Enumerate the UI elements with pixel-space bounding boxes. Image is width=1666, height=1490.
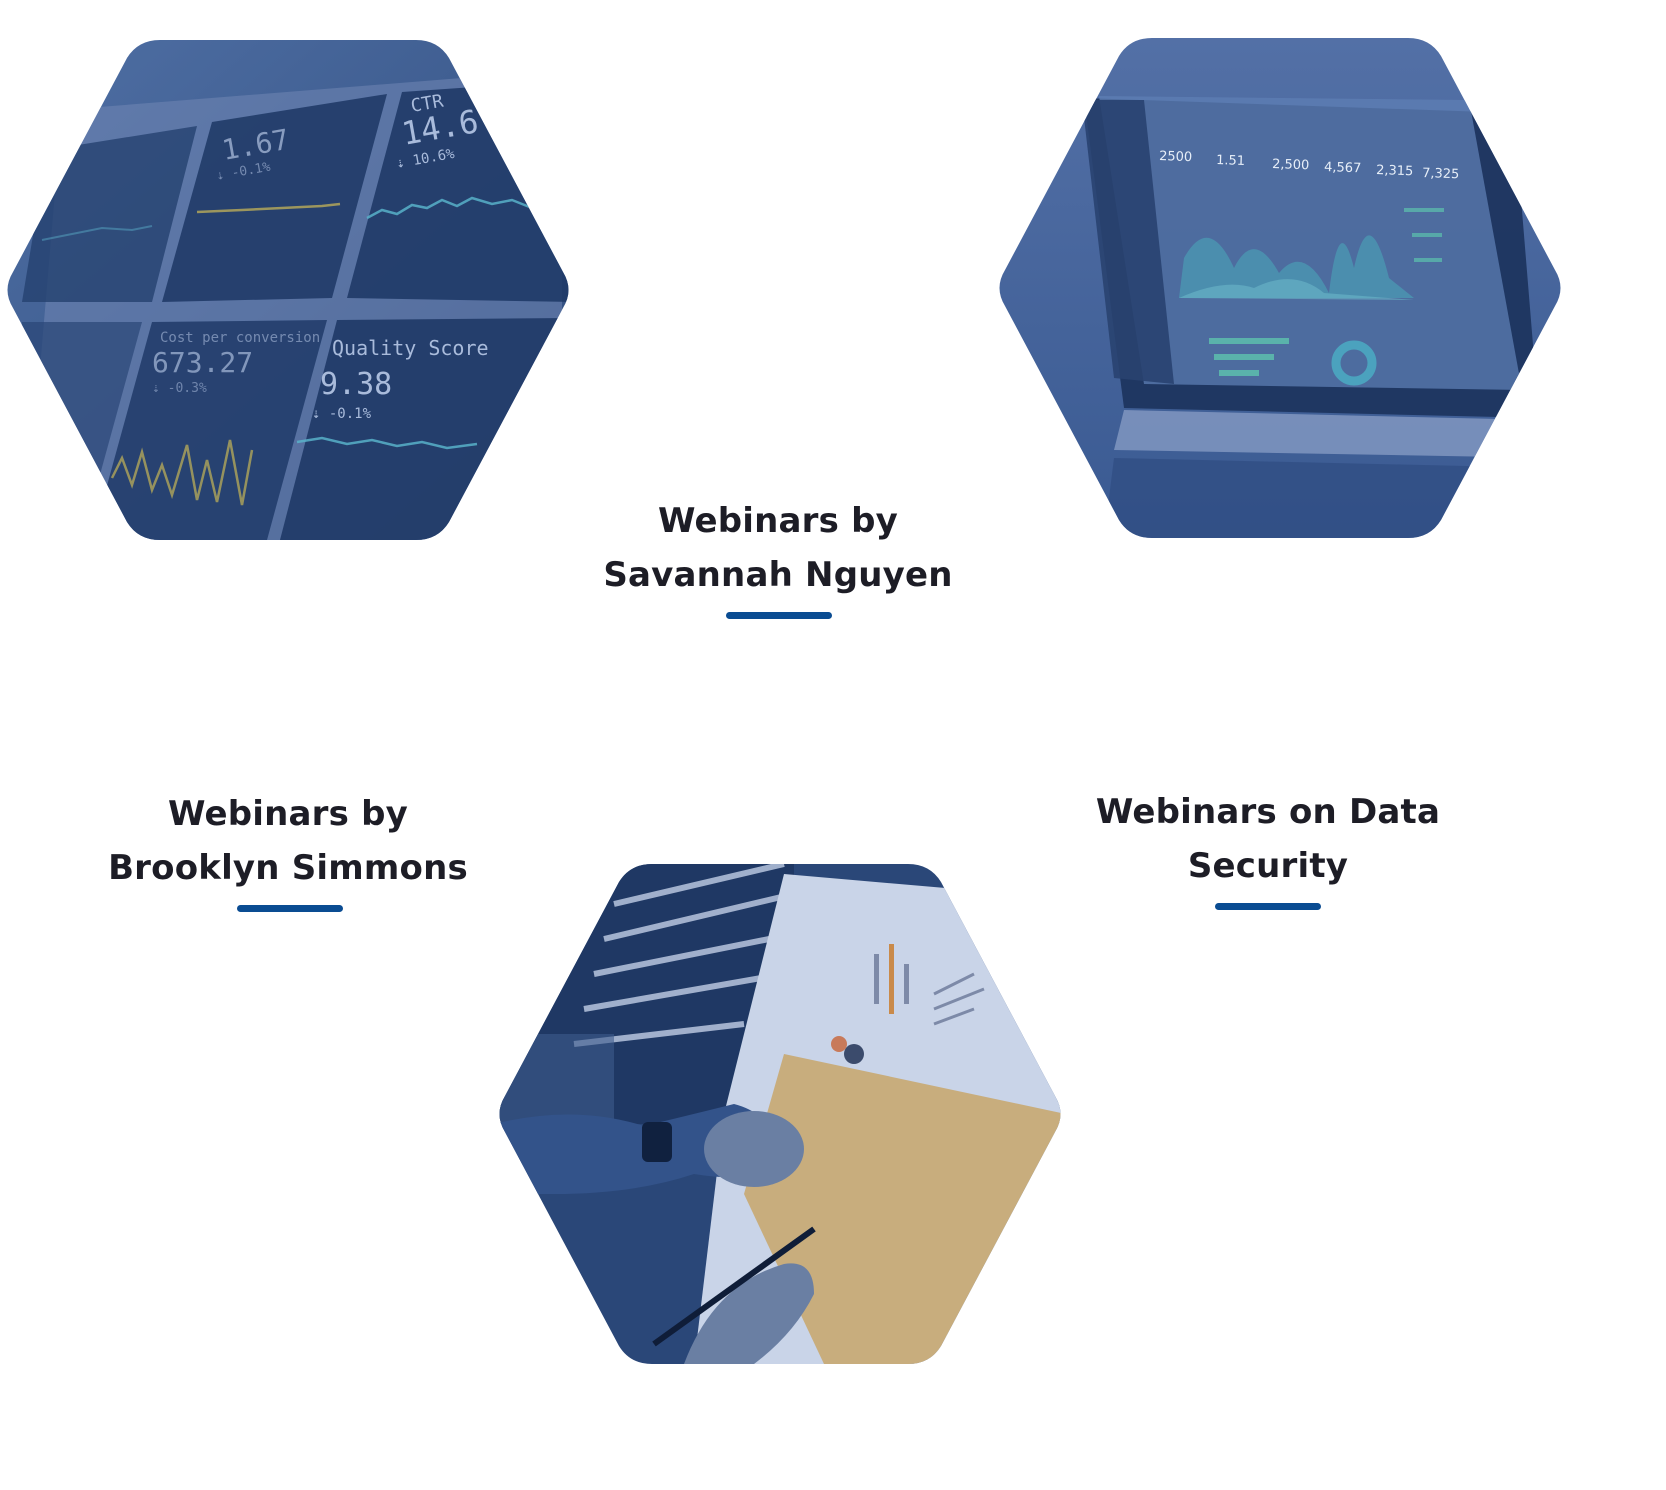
stat-3: 2,500 bbox=[1272, 157, 1310, 173]
title-line-2: Savannah Nguyen bbox=[603, 555, 953, 595]
hex-card-analytics[interactable]: CTR 14.6 ⇣ 10.6% 1.67 ⇣ -0.1% Cost per c… bbox=[2, 40, 574, 540]
stat-5: 2,315 bbox=[1376, 163, 1414, 179]
stat-2: 1.51 bbox=[1216, 153, 1245, 169]
hex-card-paper[interactable] bbox=[494, 864, 1066, 1364]
title-accent-bar bbox=[237, 905, 343, 912]
quality-score-value: 9.38 bbox=[320, 367, 392, 402]
title-accent-bar bbox=[726, 612, 832, 619]
quality-score-label: Quality Score bbox=[332, 336, 489, 360]
stat-1: 2500 bbox=[1159, 149, 1193, 165]
title-accent-bar bbox=[1215, 903, 1321, 910]
cost-per-conversion-label: Cost per conversion bbox=[160, 330, 320, 346]
cost-per-conversion-value: 673.27 bbox=[152, 346, 253, 379]
hex-card-laptop[interactable]: 2500 1.51 2,500 4,567 2,315 7,325 bbox=[994, 38, 1566, 538]
title-line-2: Security bbox=[1187, 846, 1349, 886]
stat-4: 4,567 bbox=[1324, 160, 1362, 176]
laptop-dashboard-image: 2500 1.51 2,500 4,567 2,315 7,325 bbox=[999, 38, 1561, 538]
title-line-1: Webinars by bbox=[657, 501, 899, 541]
paper-charts-hands-image bbox=[499, 864, 1061, 1364]
stat-6: 7,325 bbox=[1422, 166, 1460, 182]
title-line-2: Brooklyn Simmons bbox=[108, 848, 468, 888]
title-line-1: Webinars on Data bbox=[1095, 792, 1441, 832]
analytics-dashboard-image: CTR 14.6 ⇣ 10.6% 1.67 ⇣ -0.1% Cost per c… bbox=[7, 40, 569, 540]
title-line-1: Webinars by bbox=[167, 794, 409, 834]
cost-per-conversion-change: ⇣ -0.3% bbox=[152, 381, 207, 396]
quality-score-change: ⇣ -0.1% bbox=[312, 406, 372, 422]
